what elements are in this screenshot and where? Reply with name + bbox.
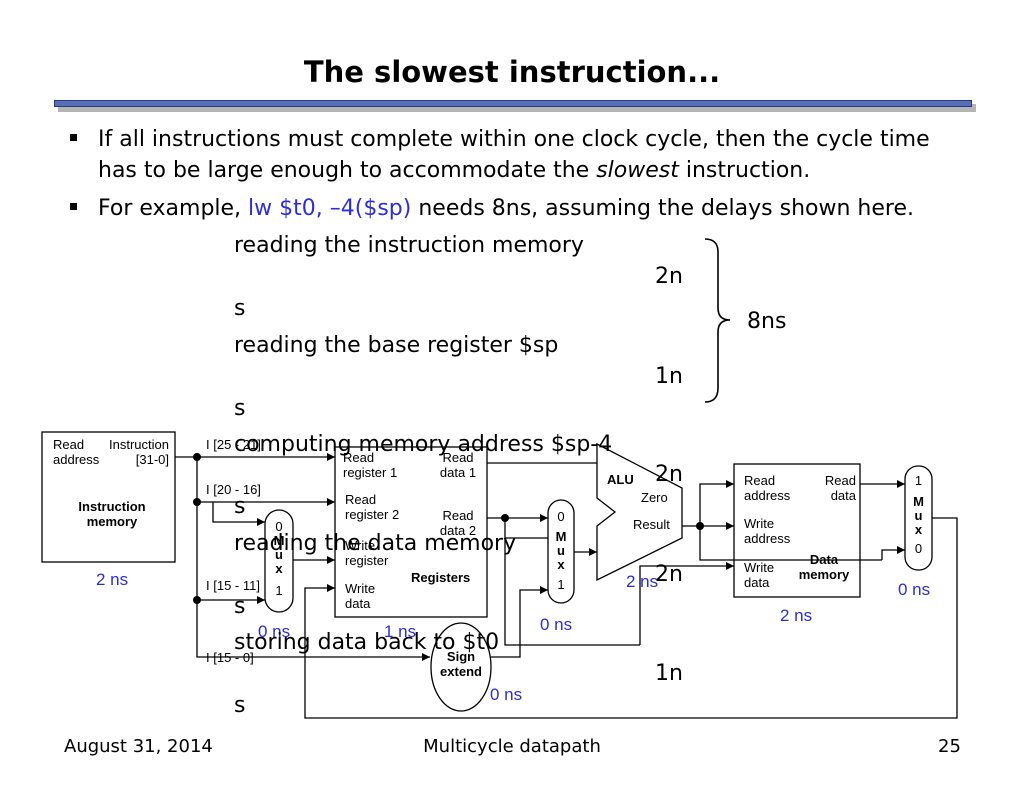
reg-read-reg1: Read register 1: [343, 450, 398, 480]
footer-date: August 31, 2014: [64, 736, 213, 757]
title-rule: [54, 100, 972, 107]
field-rt: I [20 - 16]: [206, 482, 261, 497]
data-memory-box: [733, 463, 861, 598]
imem-name: Instruction memory: [78, 499, 146, 529]
step-2-time: 1n: [655, 364, 683, 389]
footer-page-number: 25: [938, 736, 961, 757]
footer-title: Multicycle datapath: [423, 736, 601, 757]
mux-alu-letter: M: [555, 529, 567, 544]
alu-name: ALU: [607, 472, 634, 487]
reg-write-reg: Write register: [345, 538, 389, 568]
mux-wb-in1: 1: [914, 473, 923, 488]
mux-rd-delay: 0 ns: [258, 622, 291, 641]
mux-rd-letter: u: [275, 547, 283, 562]
title-rule-shadow: [58, 104, 976, 112]
mux-alu-labels: 0 M u x 1: [548, 510, 574, 592]
dmem-read-address: Read address: [744, 473, 791, 503]
mux-alu-delay: 0 ns: [540, 615, 573, 634]
dmem-write-data: Write data: [744, 560, 775, 590]
step-1-unit: s: [234, 296, 246, 321]
mux-alu-letter: x: [557, 557, 565, 572]
mux-wb-letter: x: [914, 522, 923, 537]
reg-read-reg2: Read register 2: [345, 492, 400, 522]
register-file-box: [334, 446, 488, 618]
reg-read-data2: Read data 2: [439, 508, 477, 538]
bullet-1-text: If all instructions must complete within…: [98, 127, 930, 183]
instruction-memory-box: [41, 431, 176, 563]
mux-alu-letter: u: [557, 543, 565, 558]
mux-rd-in1: 1: [275, 583, 283, 598]
imem-read-address-label: Read address: [53, 437, 100, 467]
reg-write-data: Write data: [345, 581, 376, 611]
imem-delay: 2 ns: [96, 570, 129, 589]
reg-delay: 1 ns: [384, 622, 417, 641]
reg-name: Registers: [411, 570, 471, 585]
step-5-time: 1n: [655, 661, 683, 686]
mux-rd-labels: 0 M u x 1: [265, 520, 293, 598]
alu-shape: [596, 442, 683, 582]
slide-title: The slowest instruction...: [303, 55, 721, 89]
sign-extend-delay: 0 ns: [490, 685, 523, 704]
step-4-unit: s: [234, 594, 246, 619]
dmem-name: Data memory: [798, 552, 850, 582]
mux-rd-in0: 0: [275, 519, 283, 534]
alu-delay: 2 ns: [626, 572, 659, 591]
bullet-2-text: For example, lw $t0, –4($sp) needs 8ns, …: [98, 196, 914, 221]
mux-wb-letter: u: [914, 508, 923, 523]
imem-ports: Read address Instruction [31-0]: [53, 437, 169, 467]
field-imm: I [15 - 0]: [206, 650, 254, 665]
mux-rd-letter: x: [275, 561, 283, 576]
alu-zero: Zero: [641, 490, 668, 505]
mux-rd-letter: M: [273, 533, 285, 548]
imem-instruction-label: Instruction [31-0]: [109, 437, 169, 467]
total-time: 8ns: [747, 309, 787, 334]
step-2-label: reading the base register $sp: [234, 333, 559, 358]
mux-alu-in0: 0: [557, 509, 565, 524]
sign-extend-shape: [430, 622, 492, 712]
alu-result: Result: [633, 517, 670, 532]
field-rs: I [25 - 21]: [206, 437, 261, 452]
mux-wb-letter: M: [913, 494, 924, 509]
field-rd: I [15 - 11]: [206, 578, 260, 593]
bullet-square-icon: [70, 134, 77, 141]
reg-read-data1: Read data 1: [439, 450, 477, 480]
total-brace-icon: [704, 238, 731, 403]
dmem-delay: 2 ns: [780, 606, 813, 625]
step-3-unit: s: [234, 494, 246, 519]
mux-wb-delay: 0 ns: [898, 580, 931, 599]
step-5-unit: s: [234, 693, 246, 718]
sign-extend-label: Sign extend: [440, 649, 482, 679]
bullet-square-icon: [70, 203, 77, 210]
mux-wb-labels: 1 M u x 0: [905, 474, 932, 556]
dmem-read-data: Read data: [824, 473, 856, 503]
step-3-label: computing memory address $sp-4: [234, 432, 613, 457]
step-1-time: 2n: [655, 264, 683, 289]
step-2-unit: s: [234, 396, 246, 421]
mux-rd-shape: [264, 509, 294, 613]
step-3-time: 2n: [655, 462, 683, 487]
mux-wb-in0: 0: [914, 541, 923, 556]
step-5-label: storing data back to $t0: [234, 630, 500, 655]
step-1-label: reading the instruction memory: [234, 233, 584, 258]
step-4-label: reading the data memory: [234, 531, 517, 556]
dmem-write-address: Write address: [744, 516, 791, 546]
step-4-time: 2n: [655, 562, 683, 587]
mux-alu-in1: 1: [557, 577, 565, 592]
